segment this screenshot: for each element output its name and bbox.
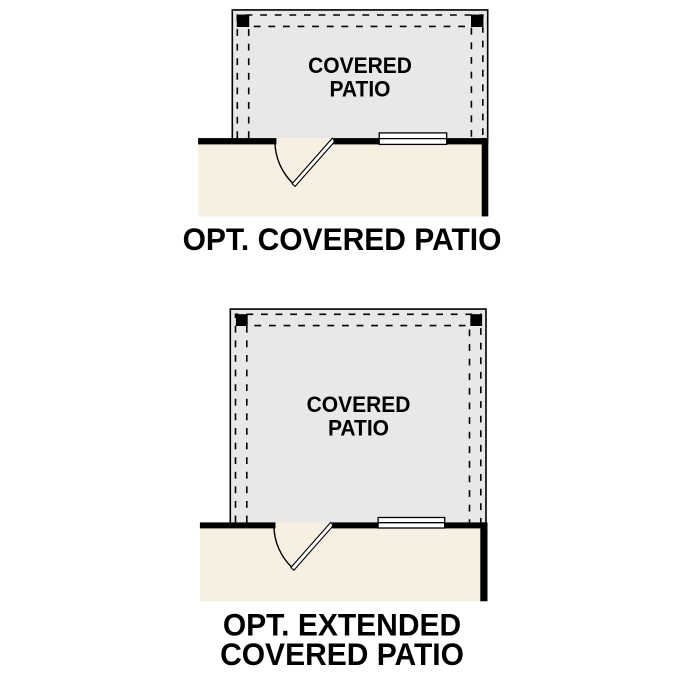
svg-text:COVERED: COVERED bbox=[308, 52, 412, 78]
svg-text:OPT. COVERED PATIO: OPT. COVERED PATIO bbox=[183, 221, 502, 257]
svg-text:COVERED: COVERED bbox=[307, 391, 411, 417]
svg-text:PATIO: PATIO bbox=[328, 415, 389, 441]
svg-text:OPT. EXTENDED: OPT. EXTENDED bbox=[223, 607, 461, 643]
svg-text:PATIO: PATIO bbox=[329, 76, 390, 102]
svg-text:COVERED PATIO: COVERED PATIO bbox=[220, 636, 464, 672]
